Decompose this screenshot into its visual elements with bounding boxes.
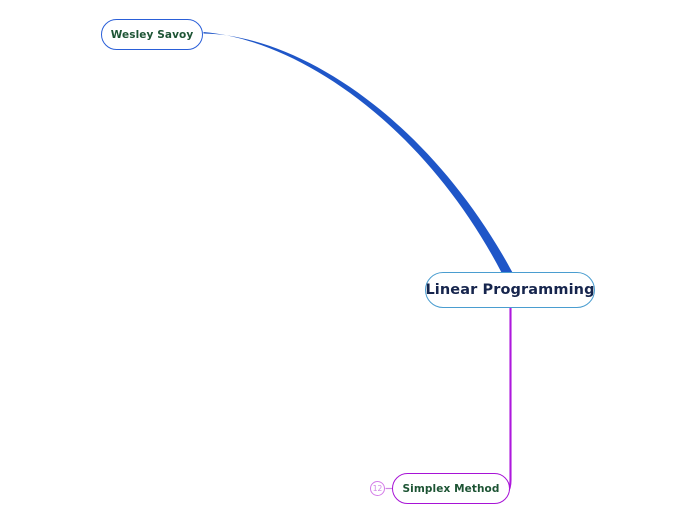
node-label-simplex-method: Simplex Method [402,482,500,495]
edge-person-to-root [203,32,513,273]
node-label-linear-programming: Linear Programming [425,282,595,298]
node-linear-programming[interactable]: Linear Programming [425,272,595,308]
node-wesley-savoy[interactable]: Wesley Savoy [101,19,203,50]
node-label-wesley-savoy: Wesley Savoy [110,28,194,41]
badge-simplex-count[interactable]: 12 [370,481,385,496]
edge-root-to-simplex [493,308,512,499]
badge-count-label: 12 [372,483,383,493]
node-simplex-method[interactable]: Simplex Method [392,473,510,504]
